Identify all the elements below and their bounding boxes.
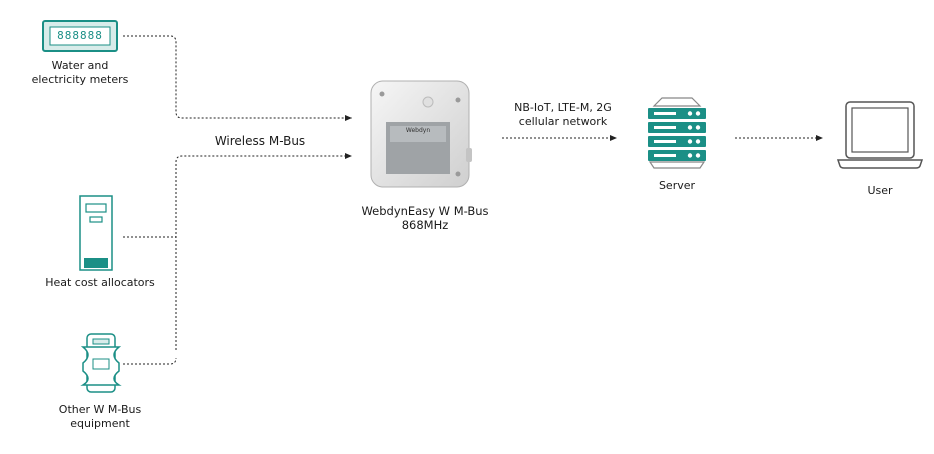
server-rack-icon [648,97,706,169]
din-rail-module-icon [80,333,122,393]
user-label: User [867,184,893,197]
heat-allocator-label: Heat cost allocators [45,276,155,289]
equipment-label: Other W M-Bus equipment [58,403,142,430]
meter-node: 888888 [42,20,118,52]
wireless-link-label: Wireless M-Bus [214,134,306,148]
heat-allocator-node [79,195,113,275]
server-label: Server [658,179,696,192]
user-node [836,100,926,176]
equipment-connector [123,357,177,365]
cellular-link-label: NB-IoT, LTE-M, 2G cellular network [514,101,612,128]
meter-label: Water and electricity meters [31,59,129,86]
gateway-label: WebdynEasy W M-Bus 868MHz [361,204,489,232]
gateway-device-image [370,80,472,188]
meter-icon [42,20,118,52]
gateway-node: Webdyn [368,78,474,196]
wireless-connector [175,153,352,350]
meter-display: 888888 [57,29,103,42]
meter-connector [123,35,352,121]
heat-cost-allocator-icon [79,195,113,271]
server-node [640,96,714,174]
equipment-node [79,333,123,397]
gateway-brand: Webdyn [405,127,431,134]
laptop-icon [836,101,924,169]
